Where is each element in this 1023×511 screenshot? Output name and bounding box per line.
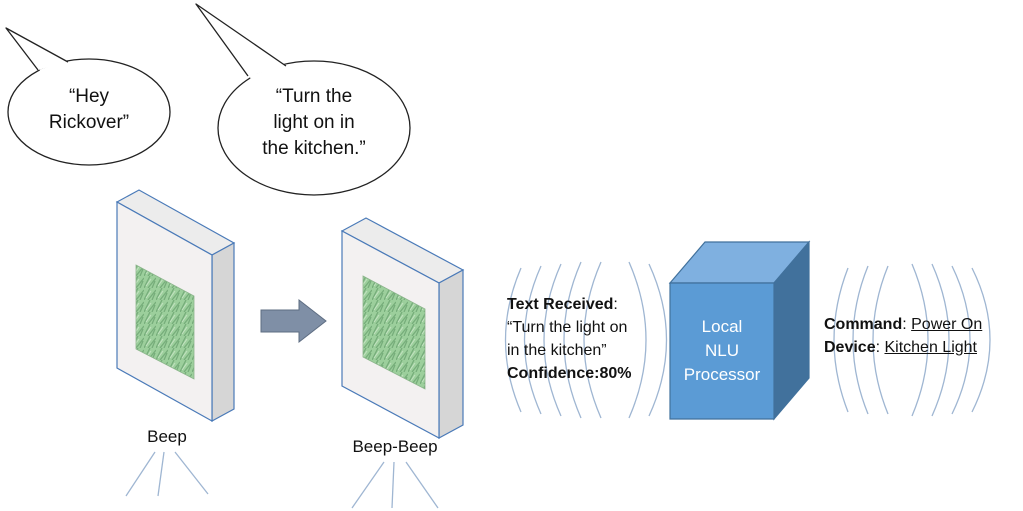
- device-label: Device: [824, 339, 876, 356]
- device-2-caption: Beep-Beep: [352, 437, 438, 456]
- processor-label: Local NLU Processor: [670, 315, 774, 387]
- flow-arrow: [260, 298, 327, 344]
- device-2: [340, 217, 465, 440]
- device-1-caption: Beep: [147, 427, 187, 446]
- text-received-line-2: in the kitchen”: [507, 342, 607, 359]
- speech-bubble-1: [5, 27, 171, 166]
- confidence-row: Confidence:80%: [507, 362, 677, 385]
- sound-waves-in: [504, 261, 668, 419]
- bubble-2-text: “Turn the light on in the kitchen.”: [244, 84, 384, 162]
- speech-bubble-2: [195, 3, 411, 196]
- device-row: Device: Kitchen Light: [824, 336, 1019, 359]
- device-value: Kitchen Light: [884, 339, 977, 356]
- processor-line-1: Local: [701, 317, 743, 336]
- text-received-heading: Text Received:: [507, 293, 677, 316]
- sound-rays-1: [125, 451, 209, 497]
- text-received-line-1: “Turn the light on: [507, 319, 628, 336]
- bubble-1-line-1: “Hey: [68, 86, 110, 107]
- text-received-block: Text Received: “Turn the light on in the…: [507, 293, 677, 385]
- command-label: Command: [824, 316, 903, 333]
- device-sep: :: [875, 339, 885, 356]
- text-received-label: Text Received: [507, 296, 614, 313]
- command-value: Power On: [911, 316, 983, 333]
- command-sep: :: [902, 316, 912, 333]
- device-1-screen: [135, 264, 195, 380]
- bubble-1-line-2: Rickover”: [48, 112, 130, 133]
- output-block: Command: Power On Device: Kitchen Light: [824, 313, 1019, 359]
- sound-waves-out: [833, 263, 991, 417]
- processor-line-3: Processor: [683, 365, 761, 384]
- device-2-screen: [362, 275, 426, 390]
- bubble-2-line-1: “Turn the: [275, 86, 353, 107]
- bubble-1-text: “Hey Rickover”: [39, 84, 139, 136]
- bubble-2-line-3: the kitchen.”: [262, 138, 366, 159]
- sound-rays-2: [351, 461, 439, 509]
- bubble-2-line-2: light on in: [273, 112, 355, 133]
- text-received-sep: :: [613, 296, 618, 313]
- confidence-label: Confidence:: [507, 365, 600, 382]
- confidence-value: 80%: [599, 365, 632, 382]
- processor-line-2: NLU: [704, 341, 739, 360]
- nlu-processor-cube: [668, 240, 811, 421]
- command-row: Command: Power On: [824, 313, 1019, 336]
- device-1: [115, 189, 236, 423]
